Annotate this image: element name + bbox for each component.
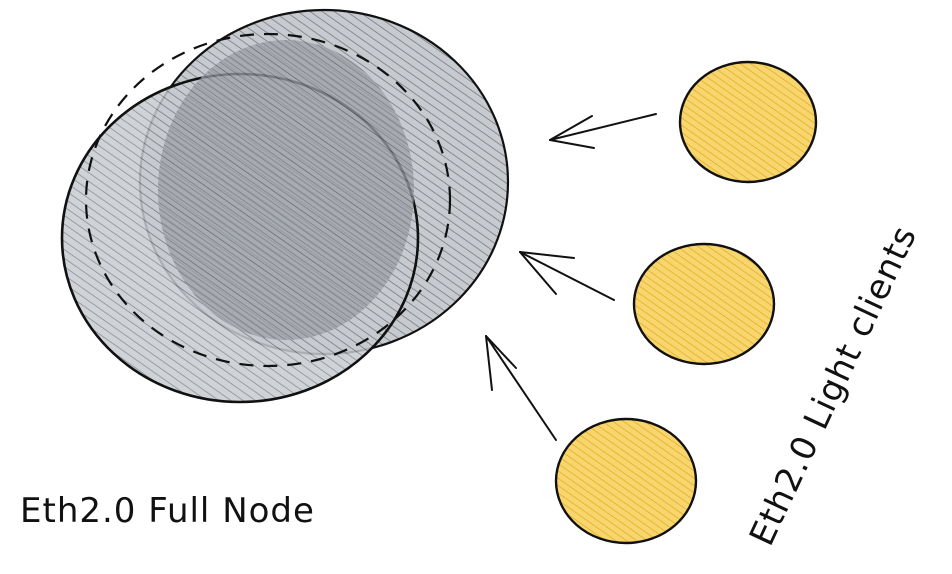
arrow-3 — [485, 335, 557, 441]
light-client-circle-1 — [678, 60, 818, 184]
light-clients-group — [554, 60, 818, 545]
full-node-dashed-ring — [84, 32, 452, 368]
arrows-group — [485, 113, 657, 441]
full-node-group — [60, 8, 510, 404]
light-client-circle-3 — [554, 417, 698, 545]
light-clients-label: Eth2.0 Light clients — [742, 220, 925, 552]
arrow-1 — [549, 113, 657, 149]
full-node-overlap-region — [158, 40, 414, 340]
full-node-label: Eth2.0 Full Node — [20, 491, 315, 531]
arrow-2 — [519, 251, 615, 301]
light-client-circle-2 — [632, 242, 776, 366]
